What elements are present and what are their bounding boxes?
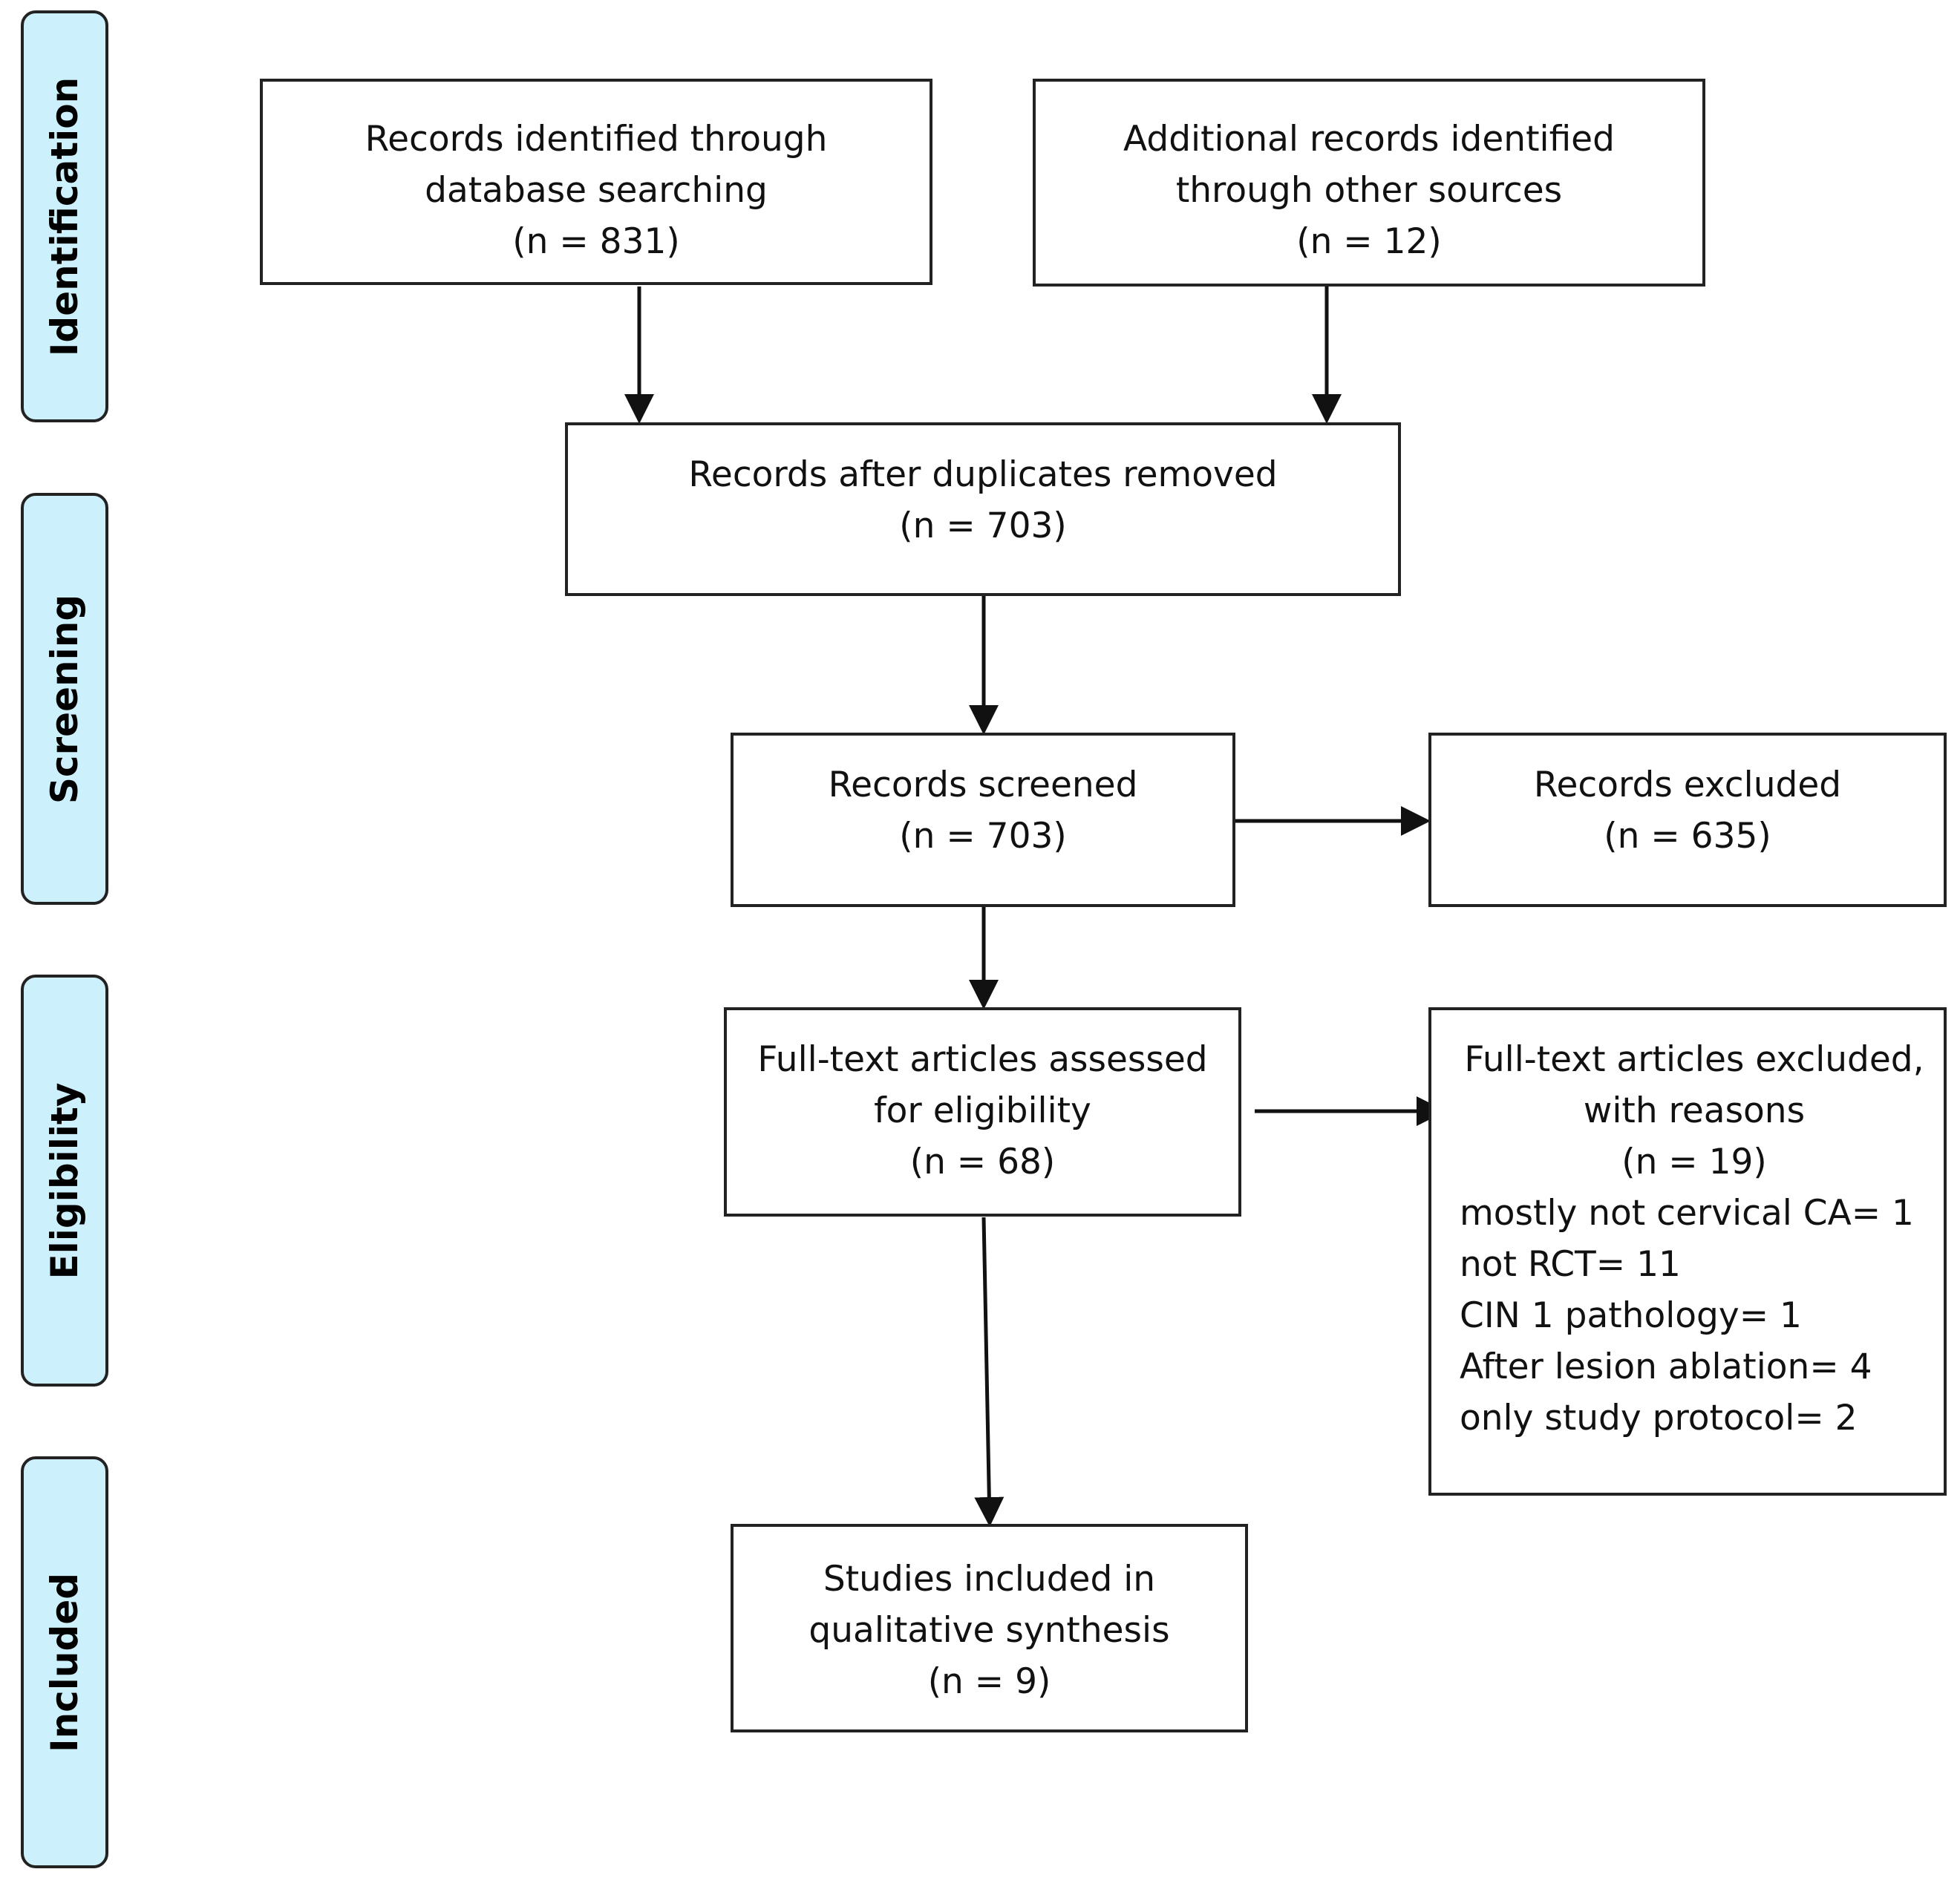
arrow-fulltext-to-included: [974, 1217, 1004, 1527]
records-excluded-count: (n = 635): [1604, 816, 1771, 857]
after-duplicates-line1: Records after duplicates removed: [688, 454, 1278, 495]
full-text-excluded-line2: with reasons: [1583, 1090, 1806, 1131]
other-sources-count: (n = 12): [1296, 221, 1442, 262]
exclusion-reason: After lesion ablation= 4: [1460, 1346, 1872, 1387]
exclusion-reason: CIN 1 pathology= 1: [1460, 1295, 1802, 1336]
included-studies-box: Studies included in qualitative synthesi…: [731, 1524, 1248, 1732]
full-text-excluded-count: (n = 19): [1621, 1142, 1767, 1182]
records-screened-line1: Records screened: [828, 765, 1138, 805]
full-text-excluded-line1: Full-text articles excluded,: [1464, 1039, 1924, 1080]
other-sources-line2: through other sources: [1175, 170, 1563, 211]
records-excluded-box: Records excluded (n = 635): [1428, 733, 1947, 907]
database-search-count: (n = 831): [512, 221, 680, 262]
after-duplicates-box: Records after duplicates removed (n = 70…: [565, 422, 1401, 596]
exclusion-reason: not RCT= 11: [1460, 1244, 1681, 1285]
phase-eligibility: Eligibility: [21, 975, 108, 1387]
records-screened-box: Records screened (n = 703): [731, 733, 1235, 907]
records-screened-count: (n = 703): [899, 816, 1067, 857]
other-sources-line1: Additional records identified: [1123, 119, 1615, 160]
database-search-line1: Records identified through: [365, 119, 828, 160]
exclusion-reason: mostly not cervical CA= 1: [1460, 1193, 1914, 1234]
full-text-excluded-box: Full-text articles excluded, with reason…: [1428, 1007, 1947, 1496]
full-text-assessed-box: Full-text articles assessed for eligibil…: [724, 1007, 1241, 1217]
included-studies-line2: qualitative synthesis: [808, 1610, 1170, 1651]
phase-identification: Identification: [21, 10, 108, 422]
records-excluded-line1: Records excluded: [1533, 765, 1842, 805]
included-studies-count: (n = 9): [927, 1661, 1051, 1702]
full-text-assessed-line2: for eligibility: [874, 1090, 1091, 1131]
included-studies-line1: Studies included in: [823, 1559, 1156, 1600]
full-text-assessed-line1: Full-text articles assessed: [757, 1039, 1208, 1080]
phase-included: Included: [21, 1456, 108, 1868]
phase-screening: Screening: [21, 493, 108, 905]
full-text-assessed-count: (n = 68): [909, 1142, 1056, 1182]
exclusion-reason: only study protocol= 2: [1460, 1398, 1858, 1439]
database-search-box: Records identified through database sear…: [260, 79, 932, 285]
exclusion-reasons-list: mostly not cervical CA= 1 not RCT= 11 CI…: [1460, 1188, 1914, 1444]
after-duplicates-count: (n = 703): [899, 505, 1067, 546]
database-search-line2: database searching: [425, 170, 768, 211]
other-sources-box: Additional records identified through ot…: [1033, 79, 1705, 287]
